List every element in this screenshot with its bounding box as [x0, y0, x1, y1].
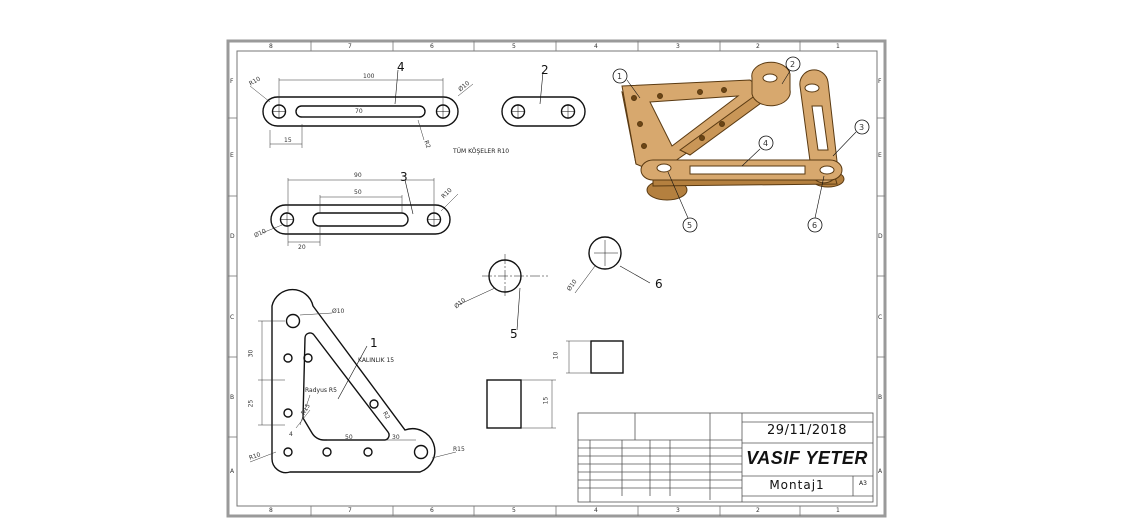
zone-col-3-bottom: 3: [676, 507, 680, 514]
iso-leaders: [626, 70, 857, 219]
zone-row-f: F: [230, 78, 234, 85]
iso-balloon-4: 4: [763, 139, 769, 148]
iso-balloons: [612, 56, 870, 233]
zone-row-f-right: F: [878, 78, 882, 85]
part-3-centerlines: [280, 212, 441, 227]
part-2-centerlines: [511, 104, 575, 119]
outer-border: [226, 39, 887, 518]
dim-p1-30: 30: [247, 349, 255, 358]
iso-balloon-5: 5: [687, 221, 693, 230]
zone-col-1: 1: [836, 43, 840, 50]
zone-col-4-bottom: 4: [594, 507, 598, 514]
isometric-assembly: [621, 61, 845, 201]
dim-p1-50: 50: [345, 434, 353, 441]
iso-balloon-2: 2: [790, 60, 796, 69]
dim-p4-slot: 70: [355, 108, 363, 115]
part-3-dims: [261, 178, 459, 246]
balloon-5: 5: [510, 327, 518, 341]
zone-col-2: 2: [756, 43, 760, 50]
part-1-view: [271, 288, 436, 474]
part-4-dims: [249, 78, 474, 148]
dim-p3-offset: 20: [298, 244, 306, 251]
view-leaders: [337, 69, 651, 400]
title-block-date: 29/11/2018: [767, 423, 847, 438]
zone-row-d-right: D: [878, 233, 883, 240]
dim-p1-4: 4: [289, 431, 293, 438]
zone-col-7: 7: [348, 43, 352, 50]
dim-p1-25: 25: [247, 399, 255, 408]
zone-row-a-right: A: [878, 468, 883, 475]
dim-pin-15: 15: [542, 396, 550, 405]
zone-col-5-bottom: 5: [512, 507, 516, 514]
part-6-centerlines: [574, 240, 618, 294]
balloon-6: 6: [655, 277, 663, 291]
balloon-2: 2: [541, 63, 549, 77]
balloon-4: 4: [397, 60, 405, 74]
dim-p3-total: 90: [354, 172, 362, 179]
zone-row-c: C: [230, 314, 235, 321]
zone-row-b: B: [230, 394, 235, 401]
zone-row-c-right: C: [878, 314, 883, 321]
zone-col-8-bottom: 8: [269, 507, 273, 514]
dim-p3-slot: 50: [354, 189, 362, 196]
zone-col-5: 5: [512, 43, 516, 50]
dim-p1-d10: Ø10: [332, 308, 345, 315]
dim-pin-10: 10: [552, 351, 560, 360]
part-6-view: [588, 236, 622, 270]
zone-col-6-bottom: 6: [430, 507, 434, 514]
note-radius: Radyus R5: [305, 387, 337, 394]
note-thickness: KALINLIK 15: [358, 357, 395, 364]
dim-p4-total: 100: [363, 73, 375, 80]
part-3-view: [270, 204, 451, 235]
zone-row-b-right: B: [878, 394, 883, 401]
dim-p1-r15b: R15: [453, 446, 465, 453]
title-block-author: VASIF YETER: [746, 448, 868, 468]
zone-col-2-bottom: 2: [756, 507, 760, 514]
iso-balloon-1: 1: [617, 72, 623, 81]
zone-row-a: A: [230, 468, 235, 475]
part-5-centerlines: [457, 254, 548, 306]
zone-col-3: 3: [676, 43, 680, 50]
zone-row-e: E: [230, 152, 234, 159]
zone-col-1-bottom: 1: [836, 507, 840, 514]
zone-col-8: 8: [269, 43, 273, 50]
dim-p1-30b: 30: [392, 434, 400, 441]
pin-side-views: [486, 340, 624, 429]
iso-balloon-3: 3: [859, 123, 865, 132]
zone-row-d: D: [230, 233, 235, 240]
zone-col-4: 4: [594, 43, 598, 50]
zone-ticks: [228, 41, 885, 516]
part-4-centerlines: [272, 104, 450, 119]
title-block-size: A3: [859, 480, 867, 487]
zone-col-7-bottom: 7: [348, 507, 352, 514]
title-block-title: Montaj1: [769, 478, 825, 492]
dim-p4-offset: 15: [284, 137, 292, 144]
zone-col-6: 6: [430, 43, 434, 50]
inner-border: [236, 50, 878, 507]
pin-side-dims: [521, 340, 591, 429]
part-1-dims: [249, 312, 457, 463]
title-block: [577, 412, 874, 503]
zone-row-e-right: E: [878, 152, 882, 159]
balloon-3: 3: [400, 170, 408, 184]
iso-balloon-6: 6: [812, 221, 818, 230]
note-corners: TÜM KÖŞELER R10: [453, 148, 510, 155]
balloon-1: 1: [370, 336, 378, 350]
